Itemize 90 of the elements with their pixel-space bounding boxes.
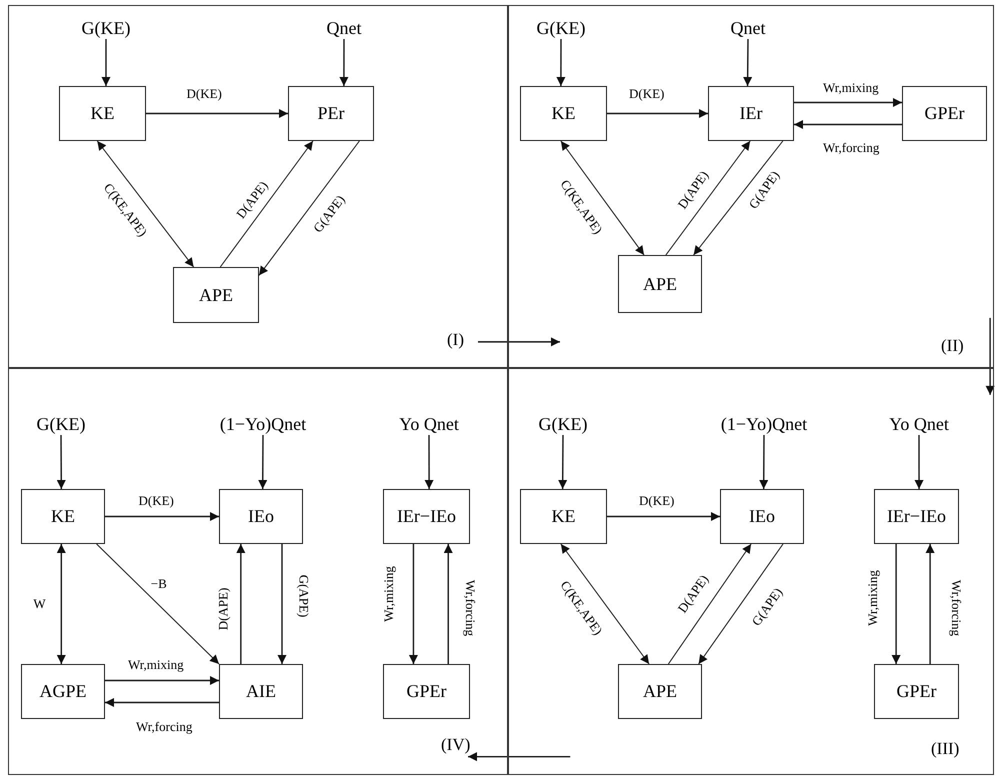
arrow <box>794 98 902 107</box>
energy-box: APE <box>618 664 702 719</box>
energy-box: GPEr <box>874 664 959 719</box>
arrow <box>914 435 924 489</box>
energy-box: APE <box>173 267 259 323</box>
arrow <box>258 435 268 489</box>
energy-box: GPEr <box>383 664 470 719</box>
arrow <box>558 435 568 489</box>
edge-label: D(KE) <box>628 86 666 100</box>
arrow <box>105 698 219 707</box>
energy-box: AGPE <box>21 664 105 719</box>
arrow <box>607 109 708 118</box>
input-term: Qnet <box>294 17 394 39</box>
input-term: G(KE) <box>513 413 613 435</box>
panel-frame <box>8 5 508 368</box>
input-term: Yo Qnet <box>374 413 484 435</box>
arrow <box>986 318 995 395</box>
input-term: Yo Qnet <box>864 413 974 435</box>
input-term: (1−Yo)Qnet <box>198 413 328 435</box>
energy-box: AIE <box>219 664 303 719</box>
panel-frame <box>508 368 994 775</box>
arrow <box>278 544 286 664</box>
arrow <box>424 435 434 489</box>
energy-box: KE <box>520 86 607 141</box>
edge-label: D(KE) <box>186 86 223 100</box>
edge-label: Wr,forcing <box>463 578 478 638</box>
edge-label: W <box>32 597 47 611</box>
edge-label: Wr,mixing <box>822 80 880 94</box>
arrow <box>339 39 348 86</box>
arrow <box>101 39 110 86</box>
energy-box: APE <box>618 255 702 313</box>
energy-box: PEr <box>288 86 374 141</box>
arrow <box>468 752 570 762</box>
energy-box: IEr−IEo <box>383 489 470 544</box>
energy-box: KE <box>21 489 105 544</box>
arrow <box>478 337 560 346</box>
arrow <box>96 140 194 268</box>
edge-label: D(KE) <box>638 494 676 508</box>
energy-box: IEr−IEo <box>874 489 959 544</box>
arrow <box>794 120 902 129</box>
arrow <box>665 140 751 256</box>
panel-number: (III) <box>931 739 960 759</box>
arrow <box>220 140 314 268</box>
arrow <box>146 109 288 118</box>
edge-label: Wr,mixing <box>127 658 185 672</box>
edge-label: D(KE) <box>138 494 175 508</box>
arrow <box>759 435 768 489</box>
input-term: (1−Yo)Qnet <box>699 413 829 435</box>
arrow <box>693 140 784 256</box>
panel-number: (IV) <box>441 735 470 755</box>
energy-box: IEo <box>219 489 303 544</box>
edge-label: Wr,forcing <box>135 720 194 734</box>
energy-box: IEr <box>708 86 794 141</box>
arrow <box>560 140 645 256</box>
input-term: Qnet <box>698 17 798 39</box>
arrow <box>698 544 784 664</box>
arrow <box>96 544 220 664</box>
arrow <box>668 544 752 664</box>
panel-frame <box>8 368 508 775</box>
energy-box: IEo <box>720 489 804 544</box>
edge-label: Wr,mixing <box>382 565 396 623</box>
energy-box: KE <box>520 489 607 544</box>
edge-label: Wr,forcing <box>822 140 880 154</box>
arrow <box>444 544 453 664</box>
arrow <box>236 544 246 664</box>
energy-box: KE <box>59 86 146 141</box>
arrow <box>926 544 935 664</box>
input-term: G(KE) <box>511 17 611 39</box>
edge-label: −B <box>150 577 168 591</box>
panel-number: (II) <box>941 336 964 356</box>
arrow <box>105 676 219 685</box>
arrow <box>556 39 566 86</box>
input-term: G(KE) <box>56 17 156 39</box>
energy-box: GPEr <box>902 86 987 141</box>
arrow <box>743 39 752 86</box>
panel-frame <box>508 5 994 368</box>
arrow <box>607 512 720 521</box>
arrow <box>56 435 66 489</box>
arrow <box>408 544 418 664</box>
arrow <box>892 544 901 664</box>
edge-label: Wr,mixing <box>866 569 880 627</box>
arrow <box>56 544 66 664</box>
edge-label: D(APE) <box>216 586 231 632</box>
edge-label: Wr,forcing <box>949 578 964 638</box>
input-term: G(KE) <box>11 413 111 435</box>
arrow <box>560 544 650 664</box>
edge-label: G(APE) <box>296 574 310 618</box>
panel-number: (I) <box>447 330 464 350</box>
arrow <box>258 140 360 276</box>
arrow <box>105 512 219 521</box>
